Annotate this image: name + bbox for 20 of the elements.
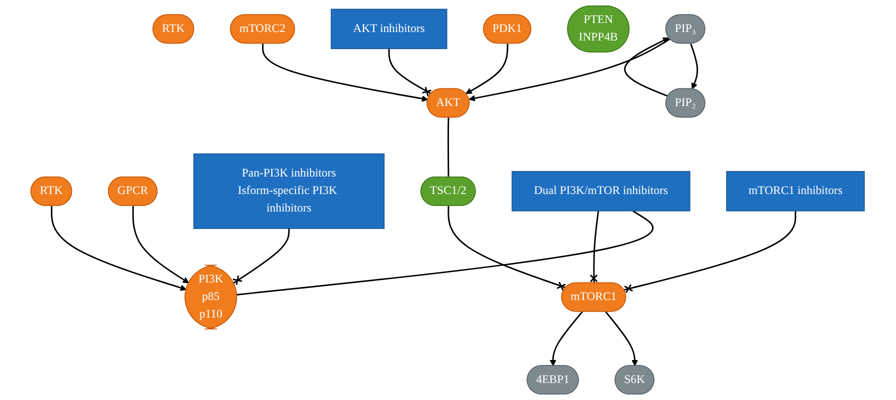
arrow [550,311,584,366]
arrow [469,38,671,102]
connector [237,210,654,296]
arrow [132,206,190,284]
arrow [605,311,638,366]
arrow [624,38,670,97]
arrow [690,43,698,90]
arrow [466,44,509,94]
arrow [262,44,428,102]
connector [590,210,600,284]
node-box: mTORC1 inhibitors [726,171,866,212]
node-box: AKT inhibitors [331,8,448,50]
arrow [51,206,188,291]
connector [448,206,566,292]
connector [624,211,797,294]
connector [448,118,450,178]
node-box: Dual PI3K/mTOR inhibitors [512,171,691,212]
node-box: Pan-PI3K inhibitors Isform-specific PI3K inhibitors [194,153,385,229]
connector [232,228,290,286]
connector [388,48,432,97]
